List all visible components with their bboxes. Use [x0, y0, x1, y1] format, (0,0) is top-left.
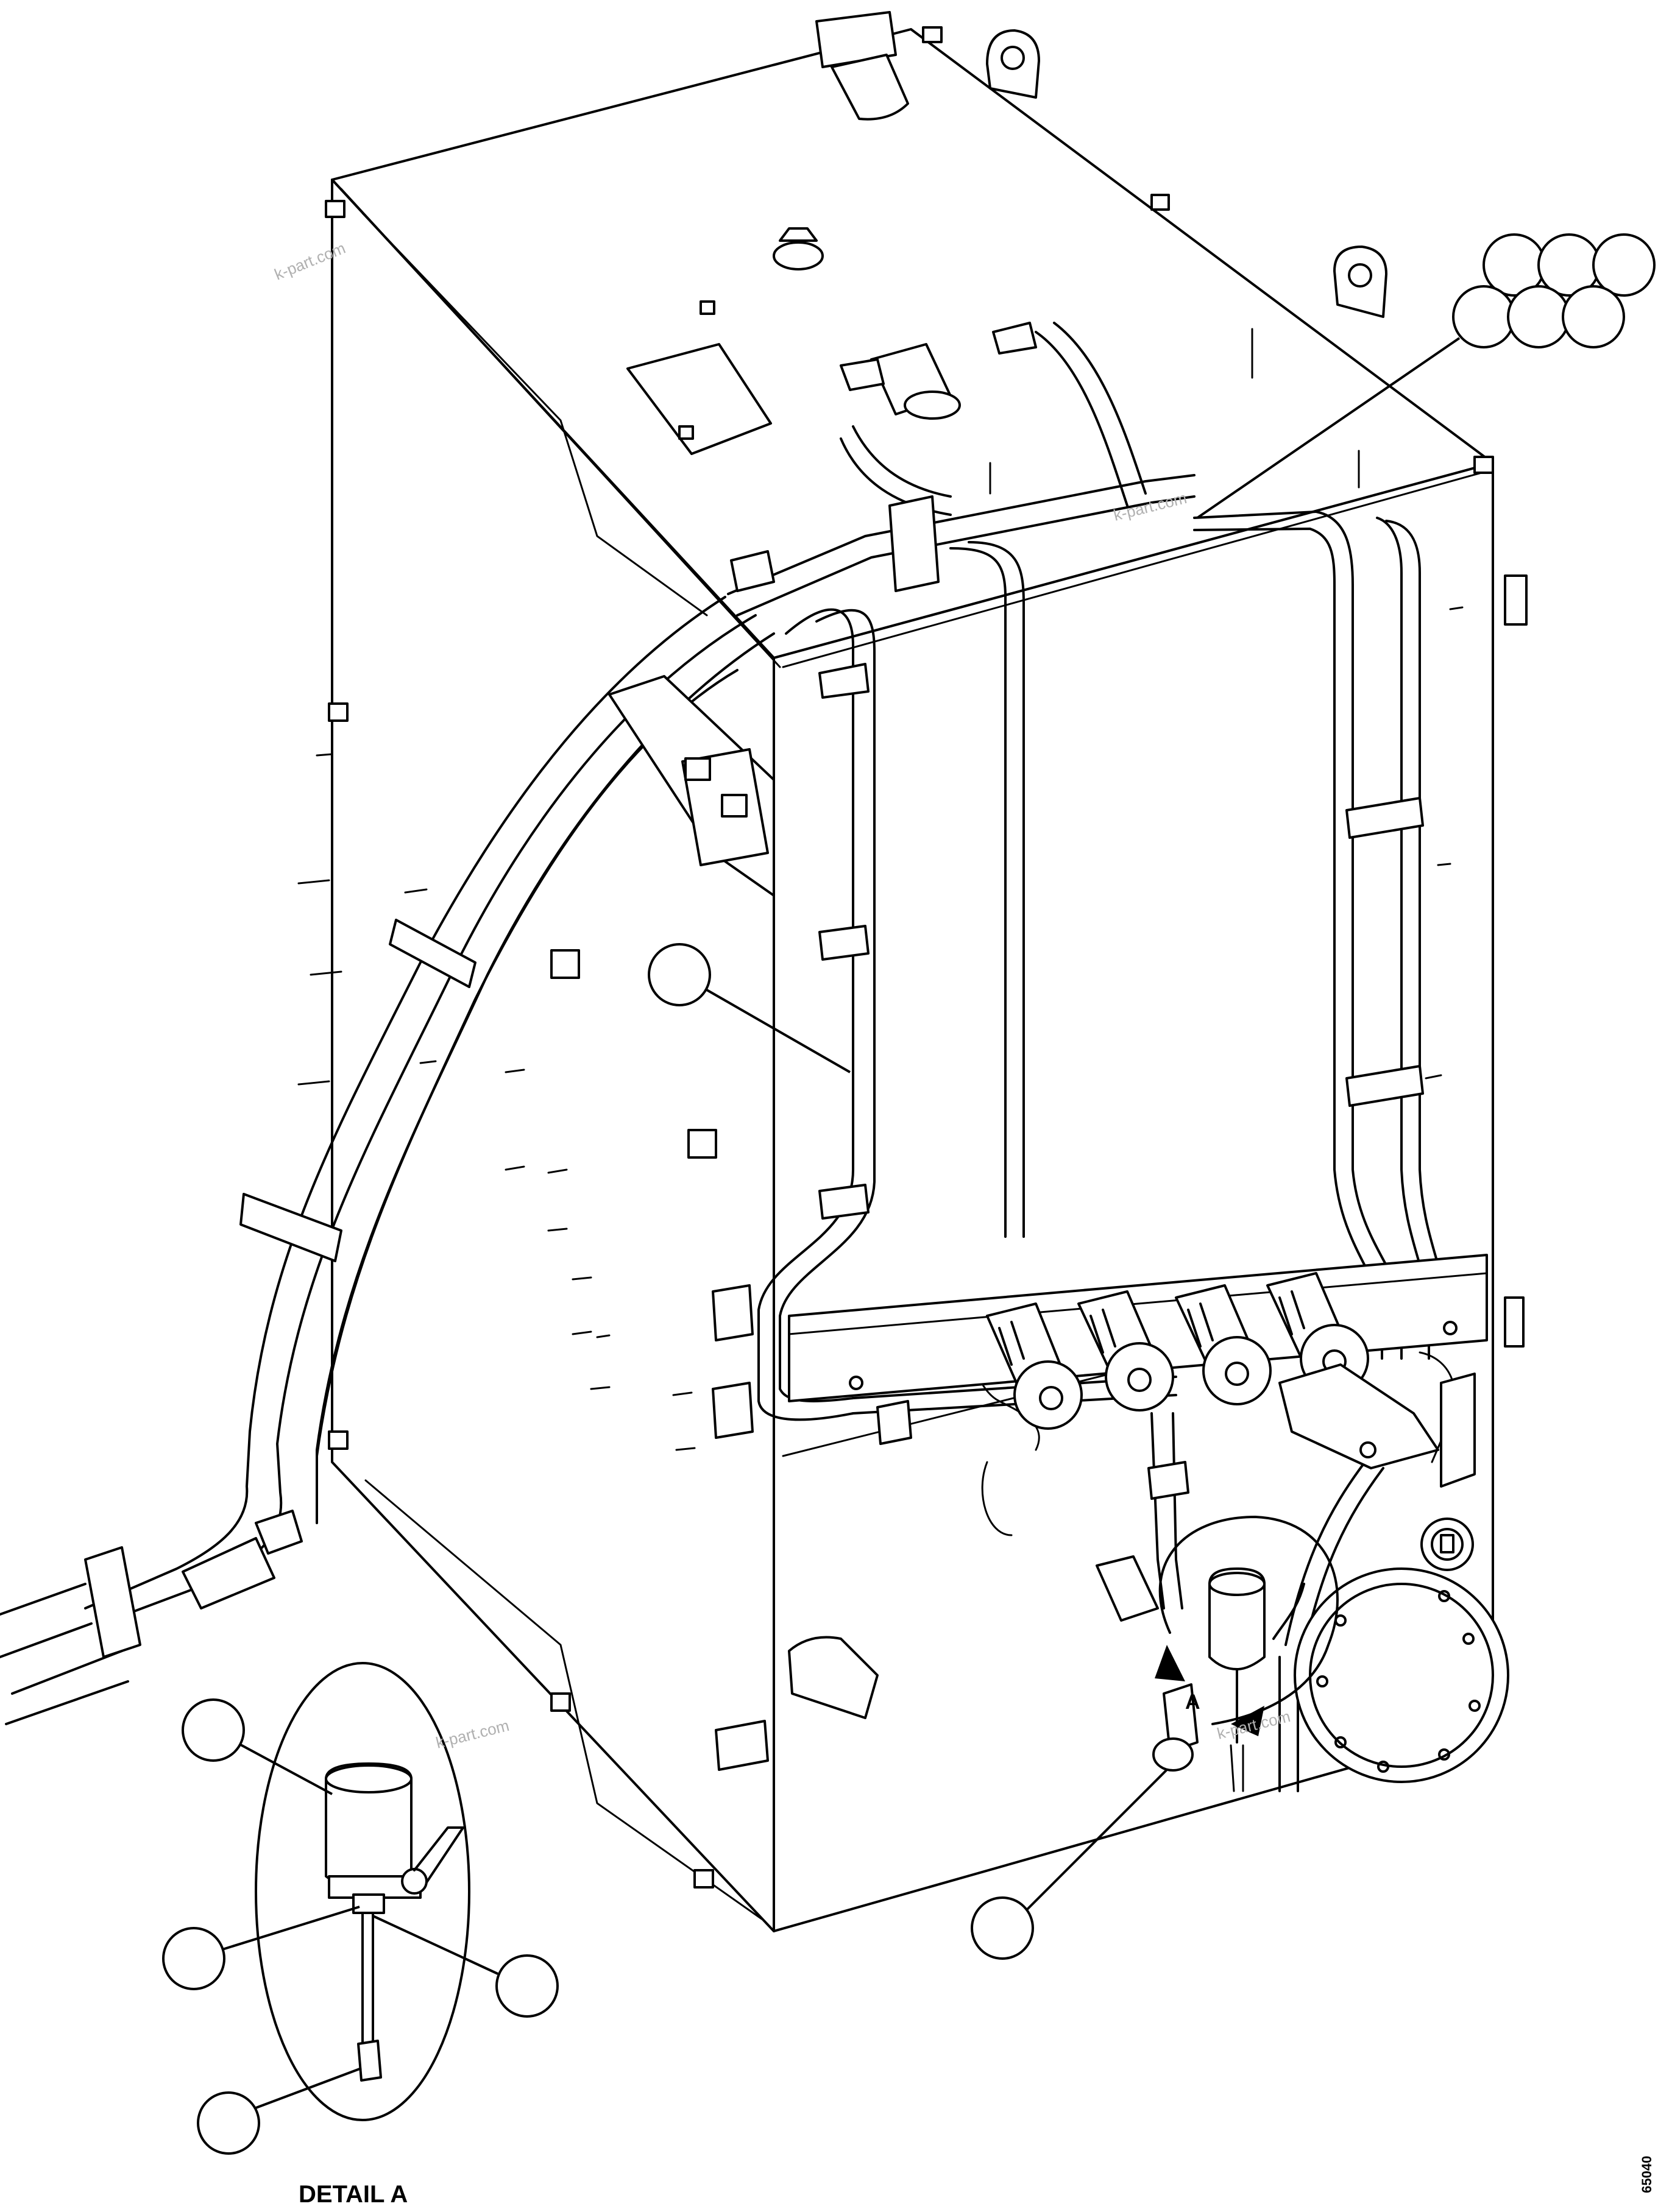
mounting-block-left — [608, 675, 775, 897]
lifting-eye-right — [1333, 246, 1387, 318]
side-block — [1440, 1373, 1476, 1488]
detail-a-reference: A — [1152, 1516, 1339, 1792]
solenoid-coils — [986, 1272, 1369, 1430]
watermark-3: k-part.com — [434, 1716, 511, 1752]
studs — [297, 606, 1464, 1889]
figure-code: 65040 — [1639, 2156, 1654, 2193]
filler-neck — [815, 11, 909, 121]
view-letter: A — [1185, 1691, 1200, 1714]
front-brackets — [712, 1284, 1159, 1771]
callout-center — [648, 943, 851, 1073]
hoses — [0, 322, 1456, 1792]
tank-body — [331, 28, 1494, 1932]
detail-label: DETAIL A — [299, 2181, 408, 2208]
top-bolts — [989, 328, 1360, 495]
switch-bracket — [1278, 1363, 1439, 1469]
side-tabs — [1504, 574, 1528, 1348]
callout-lower-center — [971, 1769, 1168, 1960]
lifting-eye-top — [986, 29, 1040, 99]
cleanout-cover — [1294, 1567, 1509, 1783]
hose-clamps — [239, 495, 1430, 1500]
sight-gauge — [1420, 1518, 1474, 1571]
breather-cap — [773, 227, 824, 270]
top-cover-plate — [626, 300, 772, 455]
return-filter-block — [840, 322, 1037, 420]
detail-a-inset — [162, 1662, 559, 2155]
callouts-top-right — [1196, 233, 1656, 519]
edge-clips — [325, 26, 1494, 474]
